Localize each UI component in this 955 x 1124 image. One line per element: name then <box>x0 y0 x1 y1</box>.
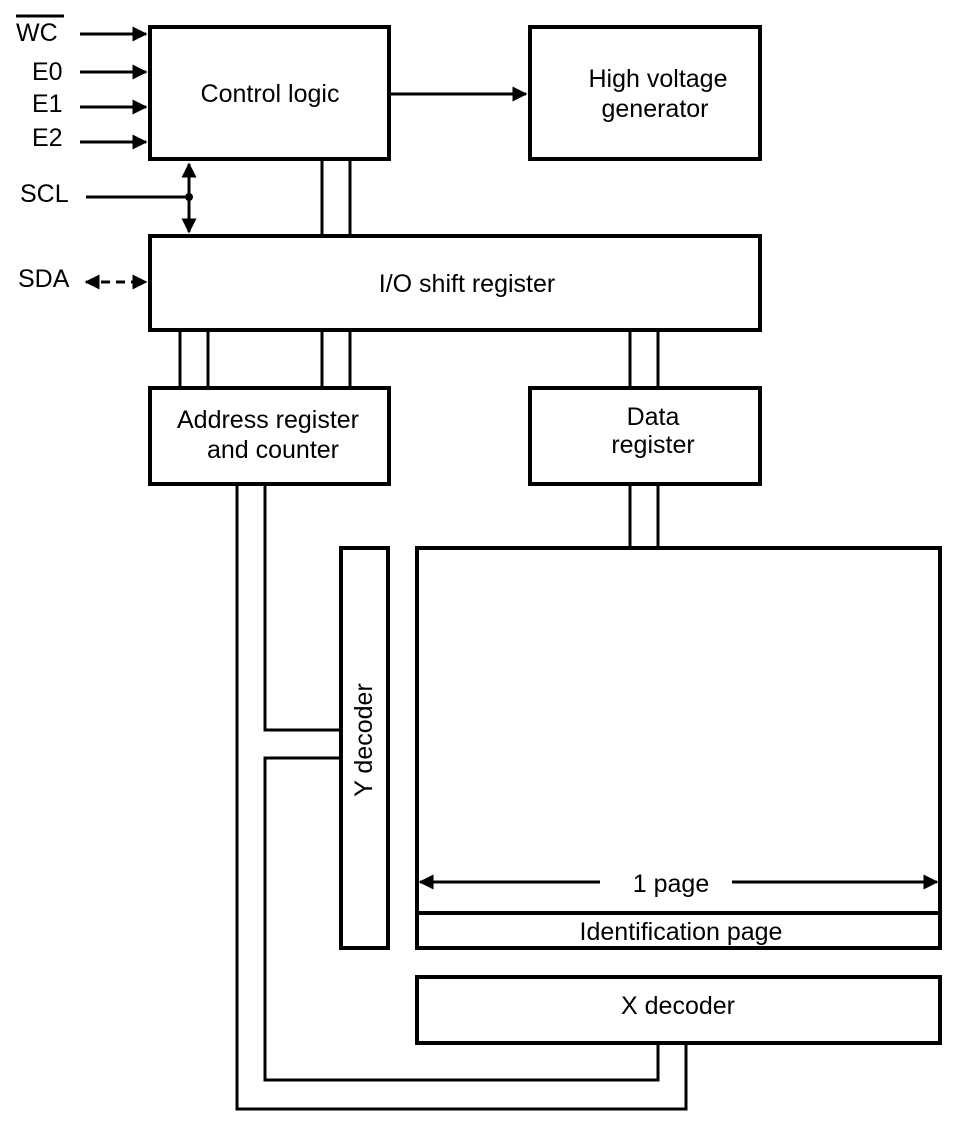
io-shift-register-label: I/O shift register <box>379 270 555 298</box>
y-decoder-block <box>339 546 390 950</box>
pin-e0-label: E0 <box>32 58 63 86</box>
address-register-label-line1: Address register <box>177 406 359 434</box>
pin-e1-label: E1 <box>32 90 63 118</box>
y-decoder-label: Y decoder <box>350 683 378 797</box>
bus-addr-xdecoder-outer <box>235 484 688 1111</box>
bus-addr-ydecoder <box>263 484 341 732</box>
high-voltage-label-line2: generator <box>601 95 708 123</box>
identification-page-label: Identification page <box>580 918 783 946</box>
bus-ydecoder-xdecoder-inner <box>263 756 660 1082</box>
high-voltage-label-line1: High voltage <box>589 65 728 93</box>
address-register-block <box>148 386 391 486</box>
io-shift-register-block <box>148 234 762 332</box>
pin-scl-label: SCL <box>20 180 69 208</box>
pin-e2-label: E2 <box>32 124 63 152</box>
control-logic-label: Control logic <box>201 80 340 108</box>
address-register-label-line2: and counter <box>207 436 339 464</box>
x-decoder-label: X decoder <box>621 992 735 1020</box>
x-decoder-block <box>415 975 942 1045</box>
data-register-label-line2: register <box>611 431 694 459</box>
data-register-block <box>528 386 762 486</box>
pin-wc-label: WC <box>16 19 58 47</box>
control-logic-block <box>148 25 391 161</box>
pin-sda-label: SDA <box>18 265 70 293</box>
page-span-label: 1 page <box>633 870 709 898</box>
high-voltage-generator-block <box>528 25 762 161</box>
data-register-label-line1: Data <box>627 403 680 431</box>
